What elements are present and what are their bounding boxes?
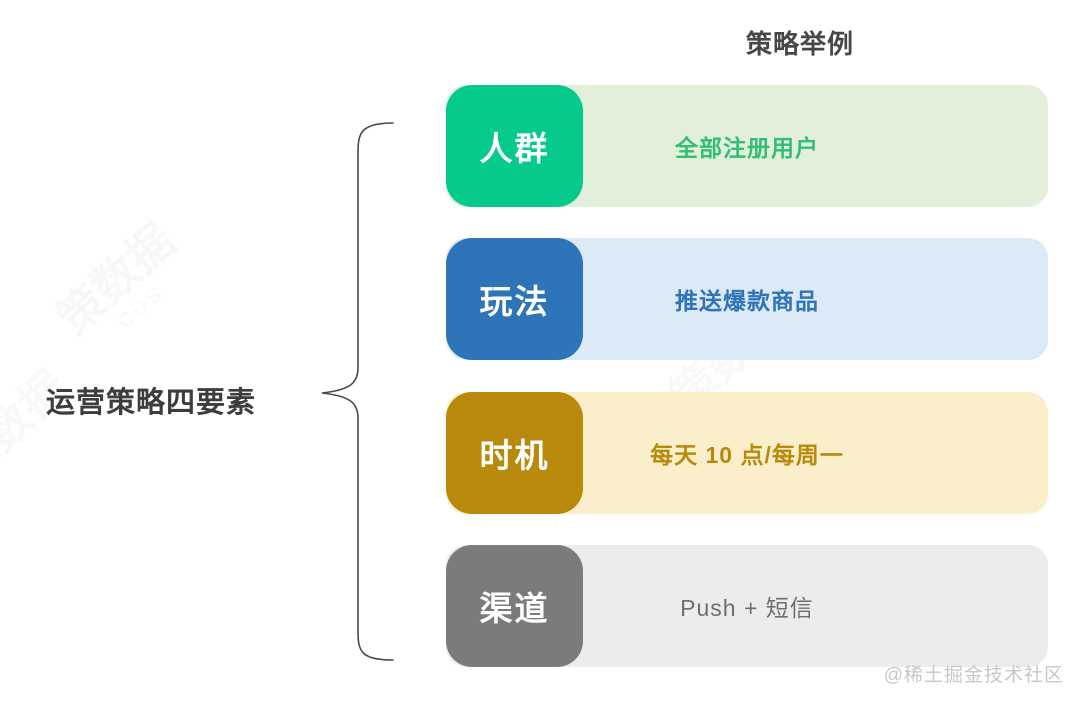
row-playstyle: 推送爆款商品 玩法 xyxy=(446,238,1048,360)
row-playstyle-label: 玩法 xyxy=(446,238,583,360)
diagonal-watermark-text: 策数据 xyxy=(47,213,185,345)
row-timing-label: 时机 xyxy=(446,392,583,514)
row-playstyle-example: 推送爆款商品 xyxy=(675,288,819,314)
column-title: 策略举例 xyxy=(745,29,855,59)
row-timing-example: 每天 10 点/每周一 xyxy=(650,442,844,468)
corner-watermark: @稀土掘金技术社区 xyxy=(883,665,1064,686)
row-timing: 每天 10 点/每周一 时机 xyxy=(446,392,1048,514)
diagonal-watermark: 策数据 CDS xyxy=(47,214,200,363)
row-audience-example: 全部注册用户 xyxy=(675,135,819,161)
row-channel-example: Push + 短信 xyxy=(680,595,814,621)
row-channel: Push + 短信 渠道 xyxy=(446,545,1048,667)
row-audience-label: 人群 xyxy=(446,85,583,207)
group-title: 运营策略四要素 xyxy=(46,387,257,419)
row-audience: 全部注册用户 人群 xyxy=(446,85,1048,207)
row-channel-label: 渠道 xyxy=(446,545,583,667)
diagonal-watermark-subtext: CDS xyxy=(113,280,169,334)
